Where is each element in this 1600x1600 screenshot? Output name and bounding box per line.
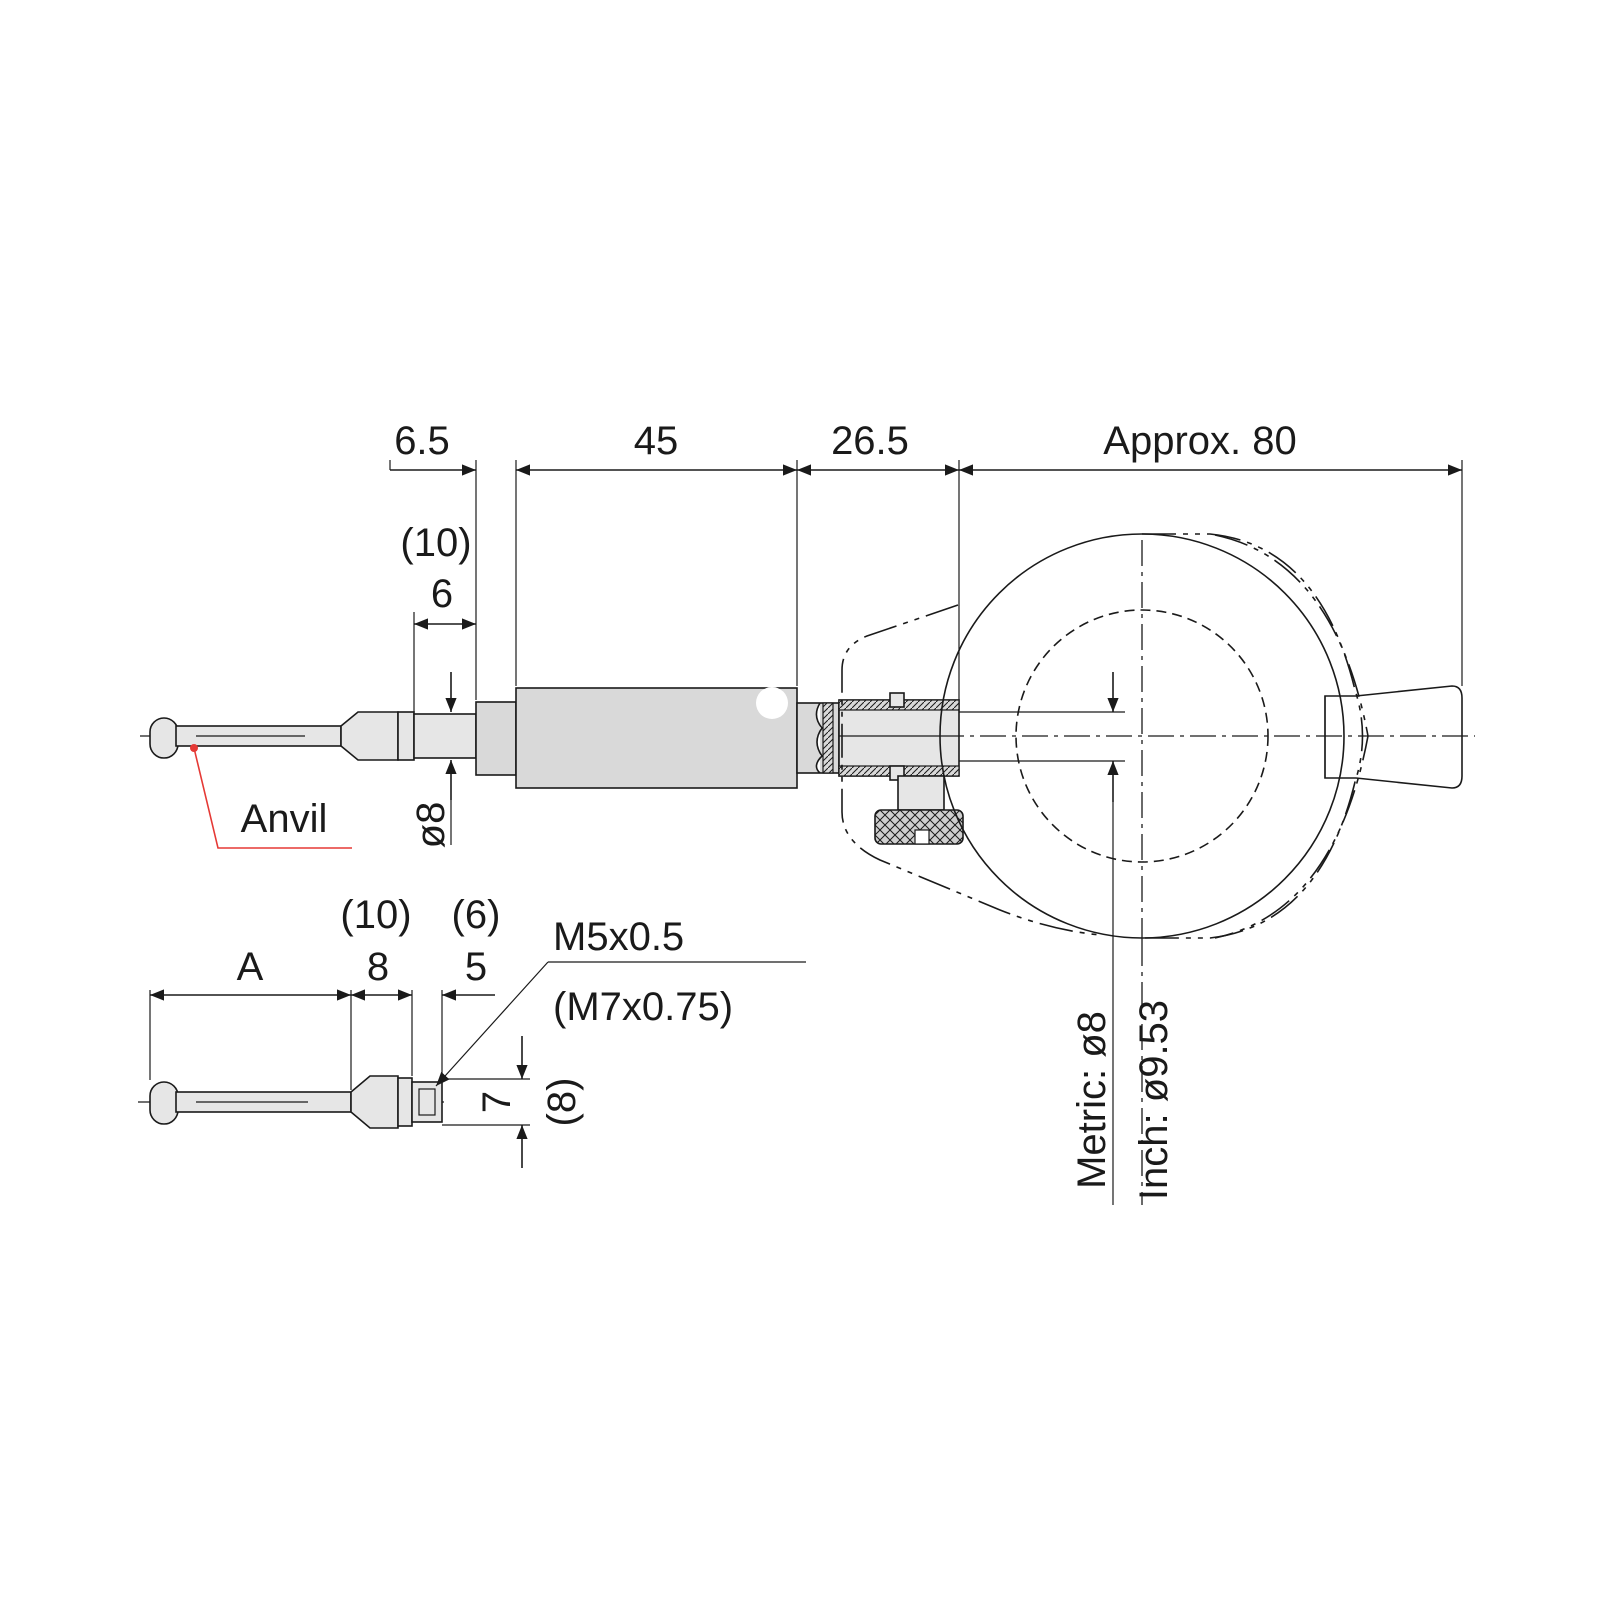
- dim-5-lower: 5: [465, 945, 487, 989]
- dim-approx-80: Approx. 80: [1103, 419, 1296, 463]
- neck-section: [796, 702, 840, 774]
- thread-size-label: M5x0.5: [553, 915, 684, 959]
- dim-A: A: [237, 945, 264, 989]
- dim-dia-8: ø8: [409, 802, 453, 849]
- stem-metric-label: Metric: ø8: [1070, 1011, 1114, 1189]
- clamp-screw: [874, 775, 964, 845]
- dim-7-lower: 7: [475, 1091, 519, 1113]
- dim-10-ref-lower: (10): [340, 893, 411, 937]
- lower-anvil-detail: A (10) 8 (6) 5 7 (8) M5x0.5 (M7x0.75): [138, 893, 806, 1168]
- dim-45: 45: [634, 419, 679, 463]
- thread-size-alt-label: (M7x0.75): [553, 985, 733, 1029]
- collar: [475, 701, 517, 776]
- dim-26-5: 26.5: [831, 419, 909, 463]
- dim-6-ref-lower: (6): [452, 893, 501, 937]
- dim-8-lower: 8: [367, 945, 389, 989]
- upper-assembly-view: 6.5 45 26.5 Approx. 80 (10) 6 ø8 Anvil M…: [140, 419, 1475, 1205]
- clamp-sleeve: [838, 692, 960, 781]
- stem-inch-label: Inch: ø9.53: [1132, 1000, 1176, 1200]
- dial-indicator-outline: [841, 533, 1463, 1205]
- dim-10-ref: (10): [400, 521, 471, 565]
- body-highlight: [756, 687, 788, 719]
- anvil-leader: [193, 747, 352, 849]
- dim-6-5: 6.5: [394, 419, 450, 463]
- anvil-label: Anvil: [241, 797, 328, 841]
- main-body: [515, 687, 798, 789]
- dim-6: 6: [431, 572, 453, 616]
- anvil-probe: [149, 711, 477, 761]
- dim-8-ref-lower: (8): [540, 1078, 584, 1127]
- thread-leader: [435, 961, 549, 1087]
